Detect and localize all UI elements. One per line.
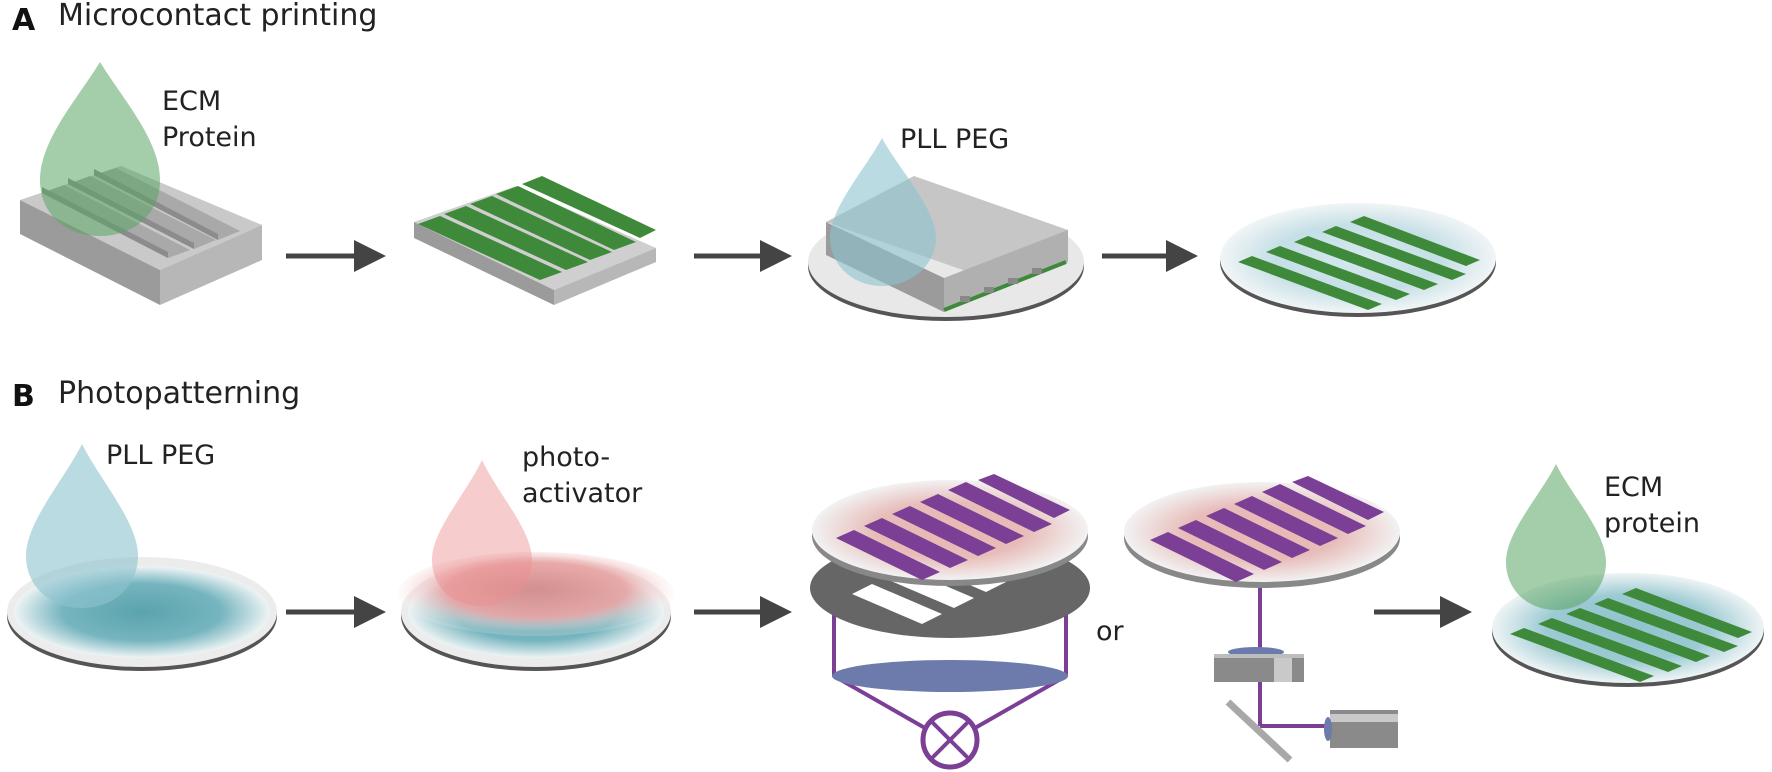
panel-a: A Microcontact printing ECM Protein — [12, 0, 1496, 321]
photomask-setup — [810, 474, 1090, 770]
arrow-right-icon — [694, 596, 792, 628]
coverslip-icon — [398, 552, 674, 671]
coverslip-icon — [1220, 203, 1496, 317]
mirror-icon — [1225, 699, 1293, 763]
arrow-right-icon — [286, 240, 386, 272]
label-photoactivator-line1: photo- — [522, 442, 610, 473]
label-ecm-line1: ECM — [162, 86, 221, 117]
lamp-icon — [920, 710, 980, 770]
arrow-right-icon — [1374, 596, 1472, 628]
label-ecm-b-line1: ECM — [1604, 472, 1663, 503]
scanning-setup — [1124, 476, 1400, 763]
droplet-icon — [830, 138, 936, 286]
droplet-icon — [1506, 464, 1606, 610]
label-or: or — [1096, 616, 1125, 647]
label-ecm-b-line2: protein — [1604, 508, 1700, 539]
arrow-right-icon — [1102, 240, 1198, 272]
panel-b: B Photopatterning PLL PEG photo- activat… — [7, 376, 1764, 770]
panel-a-title: Microcontact printing — [58, 0, 377, 33]
droplet-icon — [40, 62, 160, 236]
panel-a-letter: A — [12, 3, 36, 38]
droplet-icon — [432, 460, 532, 606]
arrow-right-icon — [694, 240, 792, 272]
panel-b-title: Photopatterning — [58, 376, 300, 411]
label-photoactivator-line2: activator — [522, 478, 643, 509]
arrow-right-icon — [286, 596, 386, 628]
label-pllpeg-b: PLL PEG — [106, 440, 215, 471]
label-pllpeg-a: PLL PEG — [900, 124, 1009, 155]
camera-icon — [1324, 710, 1398, 748]
label-ecm-line2: Protein — [162, 122, 257, 153]
panel-b-letter: B — [12, 379, 35, 414]
droplet-icon — [26, 444, 138, 608]
lens-icon — [832, 660, 1068, 692]
stamp-icon — [414, 176, 656, 305]
